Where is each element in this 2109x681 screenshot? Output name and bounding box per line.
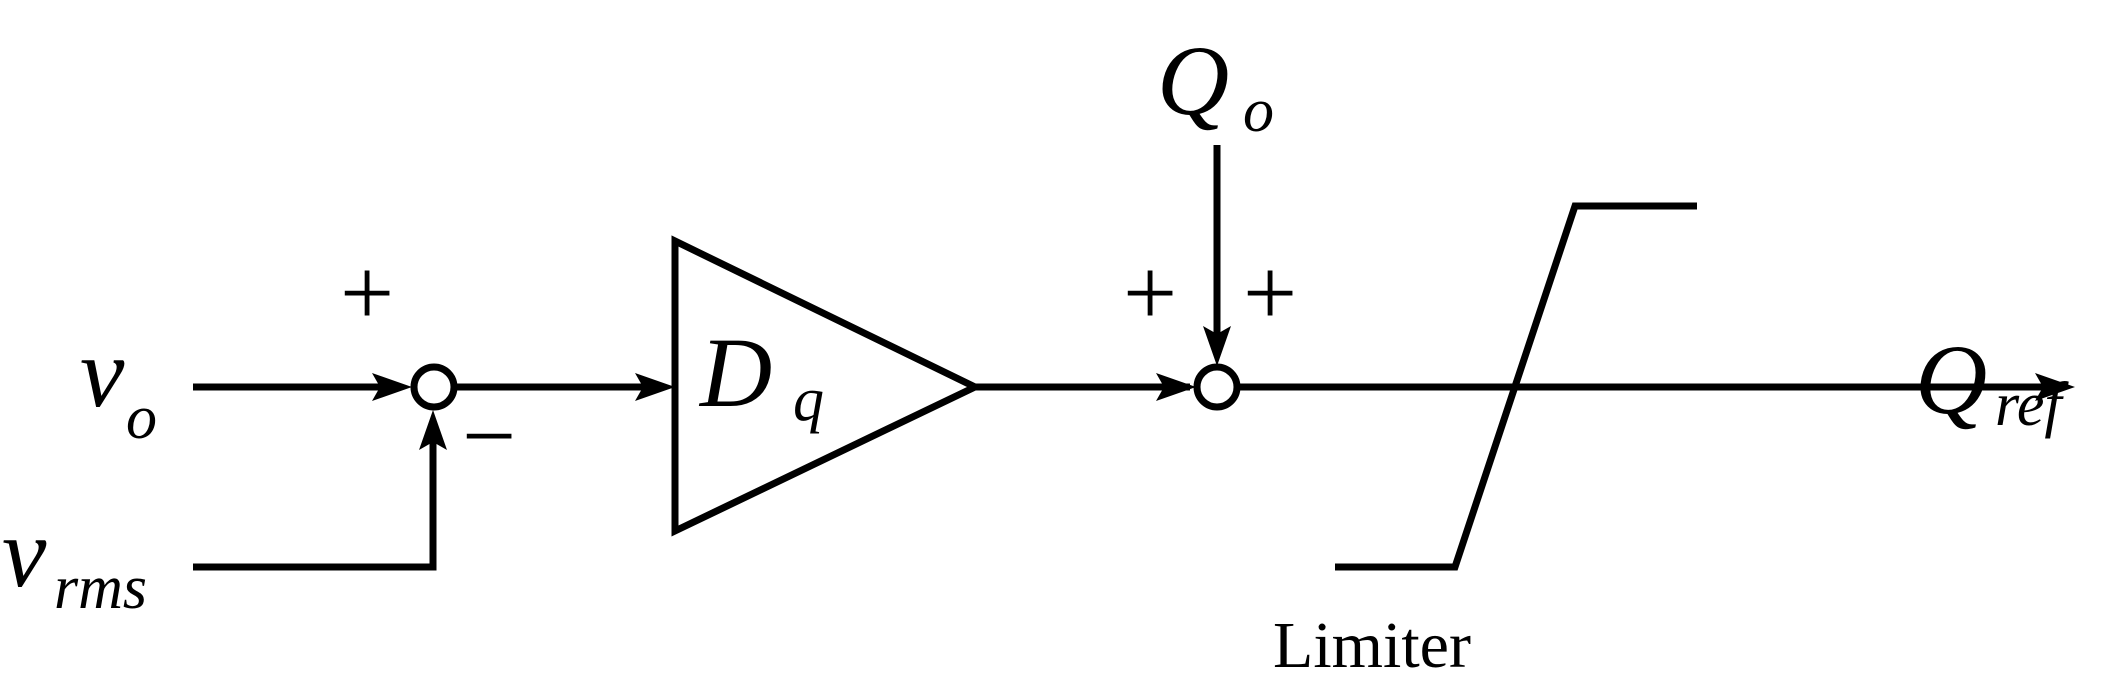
sum2-plus-right-sign: + (1243, 239, 1297, 346)
gain-label: D (698, 317, 772, 428)
gain-block (671, 235, 984, 537)
gain-input-arrowhead (635, 373, 675, 401)
output-arrowhead (2035, 373, 2075, 401)
vo-subscript: o (126, 384, 157, 452)
vo-label: v (80, 317, 125, 428)
vrms-subscript: rms (54, 554, 147, 622)
vrms-arrowhead (419, 410, 447, 450)
limiter-curve (1335, 202, 1697, 571)
qo-subscript: o (1243, 77, 1274, 145)
summing-junction-1 (410, 363, 458, 411)
sum2-input-arrowhead (1156, 373, 1196, 401)
vrms-input-line (193, 440, 437, 571)
qo-arrowhead (1203, 326, 1231, 366)
sum1-plus-sign: + (340, 239, 394, 346)
vrms-label: v (2, 497, 47, 608)
summing-junction-2 (1193, 363, 1241, 411)
qo-label: Q (1157, 25, 1229, 136)
sum2-plus-left-sign: + (1123, 239, 1177, 346)
sum1-minus-sign: − (462, 382, 516, 489)
gain-subscript: q (793, 366, 824, 434)
qref-label: Q (1915, 324, 1987, 435)
qref-subscript: ref (1995, 371, 2069, 439)
vo-arrowhead (372, 373, 412, 401)
limiter-label: Limiter (1273, 609, 1471, 681)
